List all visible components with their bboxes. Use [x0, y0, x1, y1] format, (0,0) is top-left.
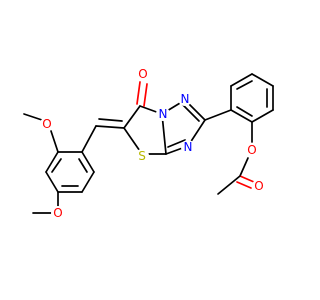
bond-c-ocarbonyl-b [236, 181, 252, 189]
atom-o-methoxy-top: O [42, 117, 51, 131]
atom-o-ketone: O [138, 67, 147, 81]
bond-pr3 [251, 73, 274, 87]
atom-o-ester: O [247, 143, 256, 157]
atom-labels: O N N N S O O O O [40, 67, 266, 220]
atom-n-lower: N [184, 140, 193, 154]
bond-c-ch3 [217, 175, 241, 195]
bond-n4-c7a-double [167, 139, 186, 148]
acetate-group [217, 121, 255, 195]
atom-n-upper: N [181, 92, 190, 106]
bond-n2-c3-double [181, 103, 200, 122]
atom-o-carbonyl: O [254, 179, 263, 193]
bond-ar-ometh-top [50, 130, 59, 153]
bond-c-o-ketone-a [136, 81, 141, 105]
bond-c5-s [123, 127, 143, 155]
bond-ar6 [81, 151, 95, 173]
bond-ar-inner3 [78, 158, 88, 173]
bond-oester-c [239, 157, 249, 177]
bond-pr-inner3 [236, 106, 253, 117]
atom-o-methoxy-bottom: O [53, 206, 62, 220]
methoxy-bottom [32, 191, 59, 214]
bond-pr2 [230, 73, 253, 87]
bond-ar5 [81, 171, 95, 193]
atom-n-bridge: N [159, 107, 168, 121]
bond-c5-ch-double [98, 118, 123, 122]
bond-o-ch3-top [23, 113, 43, 121]
methylidene-bridge [81, 118, 125, 153]
bond-ar-inner1 [51, 158, 62, 173]
bond-c7-c5 [123, 105, 141, 129]
bond-pr6 [230, 109, 253, 123]
methoxy-top [23, 113, 59, 153]
acetoxyphenyl-ring [204, 73, 274, 123]
bond-c-ocarbonyl-a [239, 175, 255, 183]
atom-s: S [138, 149, 146, 163]
bond-c3-ar [204, 109, 232, 121]
bond-ch-aryl [81, 125, 97, 153]
bond-ar3 [45, 171, 59, 193]
bond-c5-ch [95, 125, 125, 129]
bond-c-o-ketone-b [143, 83, 148, 107]
bond-pr5 [251, 109, 274, 123]
bond-pr-inner1 [236, 80, 253, 90]
ketone-group [136, 81, 148, 107]
dimethoxyphenyl-ring [45, 151, 95, 193]
molecule-structure-diagram: O N N N S O O O O [23, 67, 274, 220]
bond-ar2 [45, 151, 59, 173]
